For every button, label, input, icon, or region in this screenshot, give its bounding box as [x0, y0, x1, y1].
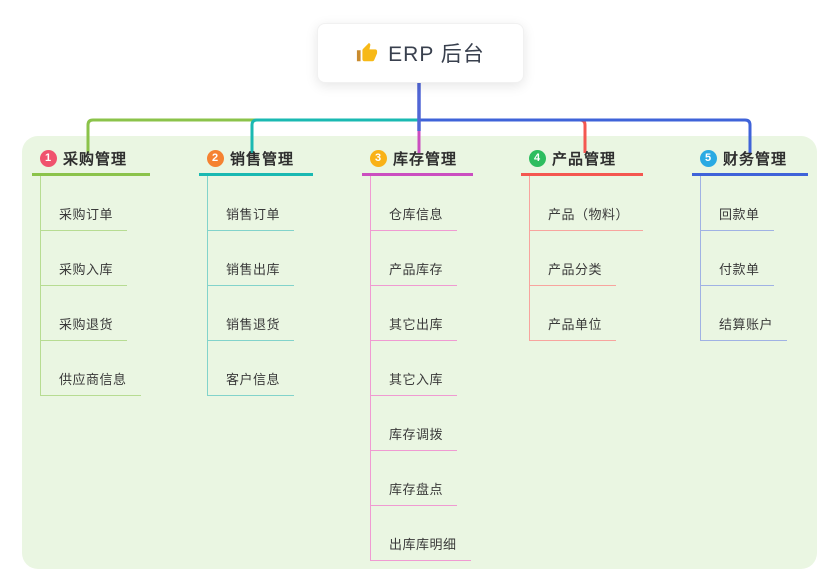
branch-purchase-children: 采购订单 采购入库 采购退货 供应商信息	[40, 176, 150, 396]
child-node[interactable]: 产品库存	[371, 231, 473, 286]
branch-inventory-node[interactable]: 3 库存管理	[362, 148, 473, 176]
branch-number-badge: 4	[529, 150, 546, 167]
branch-label: 销售管理	[230, 151, 295, 168]
child-node[interactable]: 销售出库	[208, 231, 313, 286]
branch-product-node[interactable]: 4 产品管理	[521, 148, 643, 176]
child-node[interactable]: 采购退货	[41, 286, 150, 341]
branch-finance-children: 回款单 付款单 结算账户	[700, 176, 808, 341]
child-node[interactable]: 出库库明细	[371, 506, 473, 561]
branch-number-badge: 3	[370, 150, 387, 167]
branch-label: 采购管理	[63, 151, 128, 168]
branch-number-badge: 1	[40, 150, 57, 167]
branch-sales-children: 销售订单 销售出库 销售退货 客户信息	[207, 176, 313, 396]
root-node-label: ERP 后台	[388, 43, 485, 66]
child-node[interactable]: 采购订单	[41, 176, 150, 231]
child-node[interactable]: 销售退货	[208, 286, 313, 341]
branch-inventory: 3 库存管理 仓库信息 产品库存 其它出库 其它入库 库存调拨 库存盘点 出库库…	[362, 148, 473, 561]
branch-label: 财务管理	[723, 151, 788, 168]
child-node[interactable]: 结算账户	[701, 286, 808, 341]
branches-background-panel	[22, 136, 817, 569]
child-node[interactable]: 回款单	[701, 176, 808, 231]
child-node[interactable]: 产品单位	[530, 286, 643, 341]
branch-sales: 2 销售管理 销售订单 销售出库 销售退货 客户信息	[199, 148, 313, 396]
child-node[interactable]: 其它出库	[371, 286, 473, 341]
child-node[interactable]: 销售订单	[208, 176, 313, 231]
child-node[interactable]: 付款单	[701, 231, 808, 286]
child-node[interactable]: 库存盘点	[371, 451, 473, 506]
child-node[interactable]: 其它入库	[371, 341, 473, 396]
thumbs-up-icon	[357, 42, 378, 62]
branch-finance-node[interactable]: 5 财务管理	[692, 148, 808, 176]
child-node[interactable]: 产品（物料）	[530, 176, 644, 231]
branch-label: 库存管理	[393, 151, 458, 168]
branch-purchase: 1 采购管理 采购订单 采购入库 采购退货 供应商信息	[32, 148, 150, 396]
child-node[interactable]: 采购入库	[41, 231, 150, 286]
child-node[interactable]: 客户信息	[208, 341, 313, 396]
branch-inventory-children: 仓库信息 产品库存 其它出库 其它入库 库存调拨 库存盘点 出库库明细	[370, 176, 473, 561]
root-node[interactable]: ERP 后台	[317, 23, 524, 83]
child-node[interactable]: 供应商信息	[41, 341, 150, 396]
child-node[interactable]: 库存调拨	[371, 396, 473, 451]
branch-product: 4 产品管理 产品（物料） 产品分类 产品单位	[521, 148, 644, 341]
branch-product-children: 产品（物料） 产品分类 产品单位	[529, 176, 644, 341]
child-node[interactable]: 产品分类	[530, 231, 643, 286]
branch-number-badge: 5	[700, 150, 717, 167]
child-node[interactable]: 仓库信息	[371, 176, 473, 231]
branch-purchase-node[interactable]: 1 采购管理	[32, 148, 150, 176]
branch-number-badge: 2	[207, 150, 224, 167]
branch-finance: 5 财务管理 回款单 付款单 结算账户	[692, 148, 808, 341]
branch-label: 产品管理	[552, 151, 617, 168]
branch-sales-node[interactable]: 2 销售管理	[199, 148, 313, 176]
